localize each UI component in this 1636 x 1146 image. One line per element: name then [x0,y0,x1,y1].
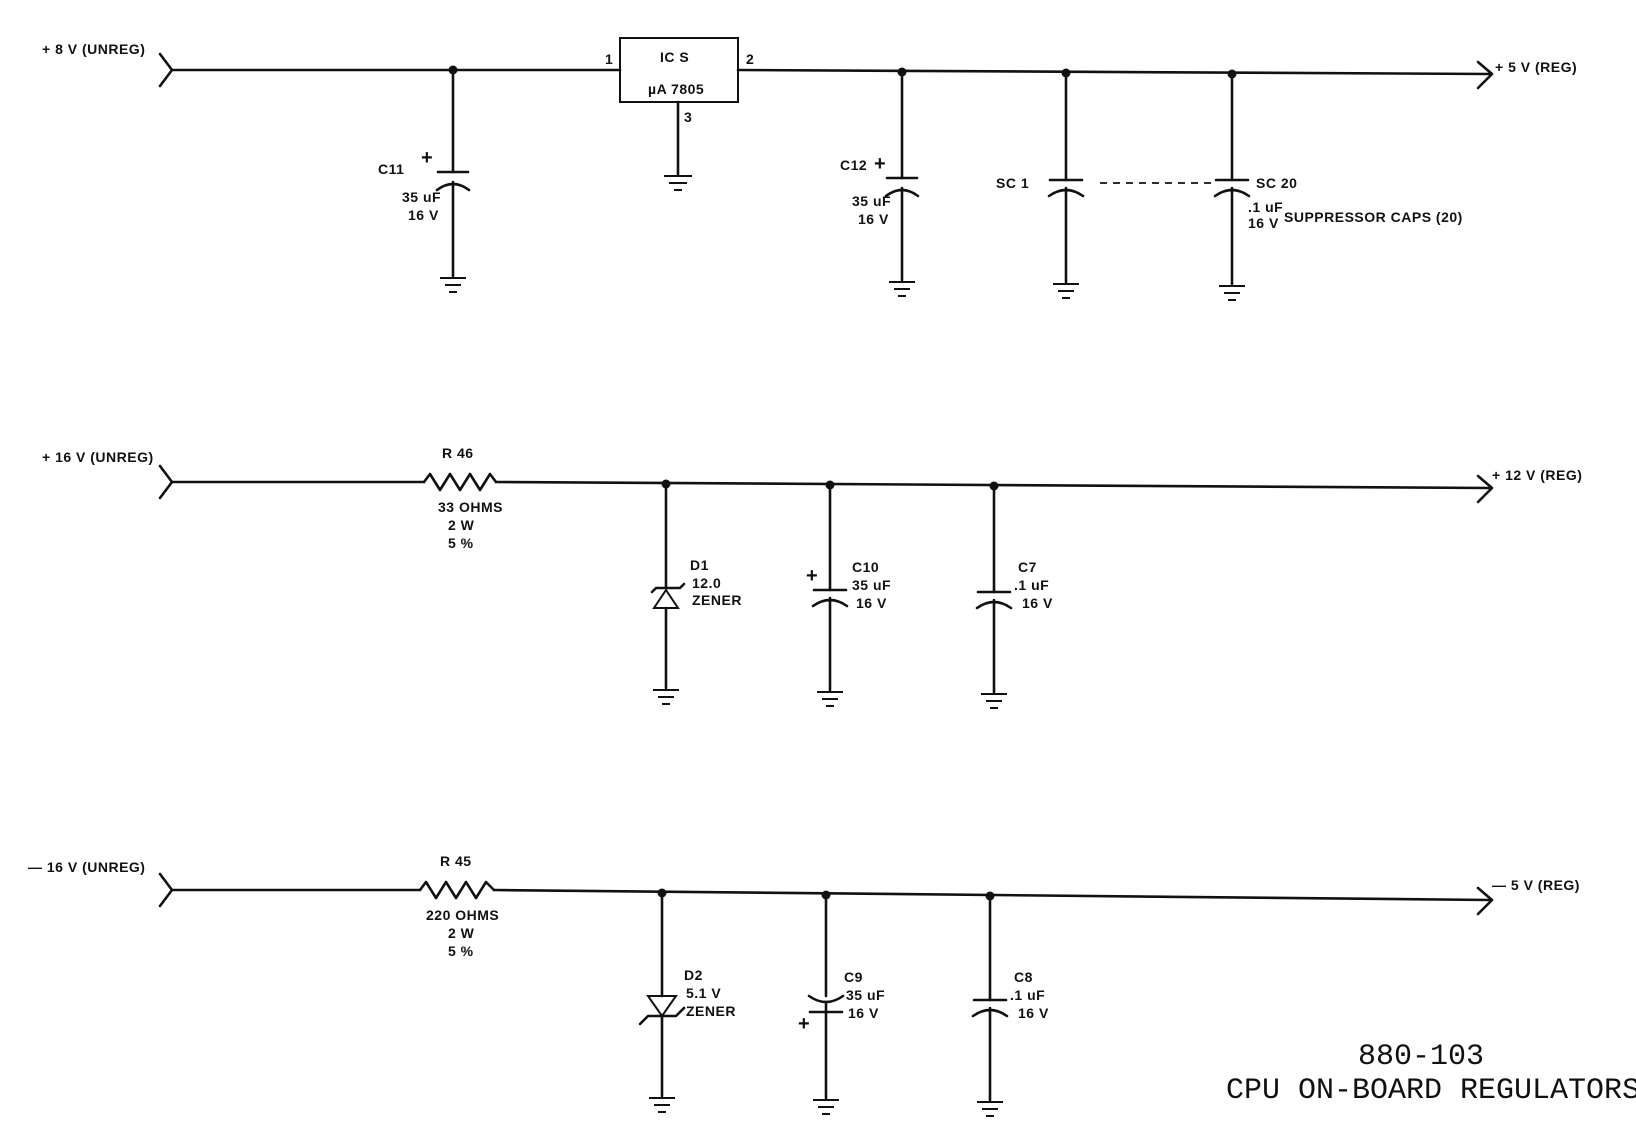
r46-ref: R 46 [442,445,474,461]
plus5-output-arrow [1476,60,1494,90]
minus5-output-arrow [1476,886,1494,916]
minus5-section: — 16 V (UNREG) — 5 V (REG) R 45 220 OHMS… [28,853,1580,1117]
c12-value: 35 uF [852,193,891,209]
c11-polarity: + [421,147,433,169]
c9-capacitor-icon [807,893,845,1115]
plus5-output-label: + 5 V (REG) [1495,59,1577,75]
sc20-ref: SC 20 [1256,175,1297,191]
d1-type: ZENER [692,592,742,608]
sc20-voltage: 16 V [1248,215,1279,231]
sc1-ref: SC 1 [996,175,1029,191]
sc20-capacitor-icon [1213,72,1251,301]
d2-type: ZENER [686,1003,736,1019]
c11-ref: C11 [378,161,404,177]
plus12-section: + 16 V (UNREG) + 12 V (REG) R 46 33 OHMS… [42,445,1582,709]
minus5-input-arrow [158,872,174,908]
r45-value: 220 OHMS [426,907,499,923]
d2-ref: D2 [684,967,703,983]
r45-power: 2 W [448,925,475,941]
plus12-output-label: + 12 V (REG) [1492,467,1582,483]
plus5-regulator-pin-in: 1 [605,51,613,67]
c10-polarity: + [806,565,818,587]
c12-voltage: 16 V [858,211,889,227]
c9-value: 35 uF [846,987,885,1003]
d1-ref: D1 [690,557,709,573]
c10-voltage: 16 V [856,595,887,611]
c10-ref: C10 [852,559,879,575]
plus5-regulator-pin-gnd: 3 [684,109,692,125]
sc1-capacitor-icon [1047,71,1085,299]
plus5-section: + 8 V (UNREG) 1 2 IC S µA 7805 3 + 5 V (… [42,37,1577,301]
c8-ref: C8 [1014,969,1033,985]
c9-ref: C9 [844,969,863,985]
suppressor-caps-note: SUPPRESSOR CAPS (20) [1284,209,1463,225]
plus5-regulator-ref: IC S [660,49,689,65]
r45-resistor-icon [418,880,496,900]
d1-zener-diode-icon [650,482,686,705]
r46-tolerance: 5 % [448,535,474,551]
plus5-input-arrow [158,52,174,88]
c8-voltage: 16 V [1018,1005,1049,1021]
plus5-input-label: + 8 V (UNREG) [42,41,145,57]
r46-power: 2 W [448,517,475,533]
c8-capacitor-icon [971,894,1009,1117]
plus12-input-label: + 16 V (UNREG) [42,449,154,465]
drawing-title: CPU ON-BOARD REGULATORS [1226,1074,1636,1108]
c7-voltage: 16 V [1022,595,1053,611]
c12-polarity: + [874,153,886,175]
title-block: 880-103 CPU ON-BOARD REGULATORS [1226,1040,1636,1108]
minus5-input-label: — 16 V (UNREG) [28,859,145,875]
c7-value: .1 uF [1014,577,1049,593]
r46-value: 33 OHMS [438,499,503,515]
r45-ref: R 45 [440,853,472,869]
plus5-output-rail [736,68,1492,76]
minus5-output-label: — 5 V (REG) [1492,877,1580,893]
c11-capacitor-icon [435,68,471,293]
c12-ref: C12 [840,157,867,173]
c10-value: 35 uF [852,577,891,593]
r45-tolerance: 5 % [448,943,474,959]
d2-value: 5.1 V [686,985,721,1001]
c9-voltage: 16 V [848,1005,879,1021]
drawing-number: 880-103 [1358,1040,1484,1074]
c10-capacitor-icon [811,483,849,707]
plus12-output-arrow [1476,474,1494,504]
plus5-regulator-pin-out: 2 [746,51,754,67]
r46-resistor-icon [422,472,498,492]
c12-capacitor-icon [884,70,920,297]
c8-value: .1 uF [1010,987,1045,1003]
c7-ref: C7 [1018,559,1037,575]
plus5-regulator-ground-icon [664,175,692,191]
sc20-value: .1 uF [1248,199,1283,215]
d1-value: 12.0 [692,575,721,591]
d2-zener-diode-icon [638,891,686,1113]
c7-capacitor-icon [975,484,1013,709]
plus12-input-arrow [158,464,174,500]
c11-value: 35 uF [402,189,441,205]
c9-polarity: + [798,1013,810,1035]
plus5-regulator-part: µA 7805 [648,81,704,97]
c11-voltage: 16 V [408,207,439,223]
